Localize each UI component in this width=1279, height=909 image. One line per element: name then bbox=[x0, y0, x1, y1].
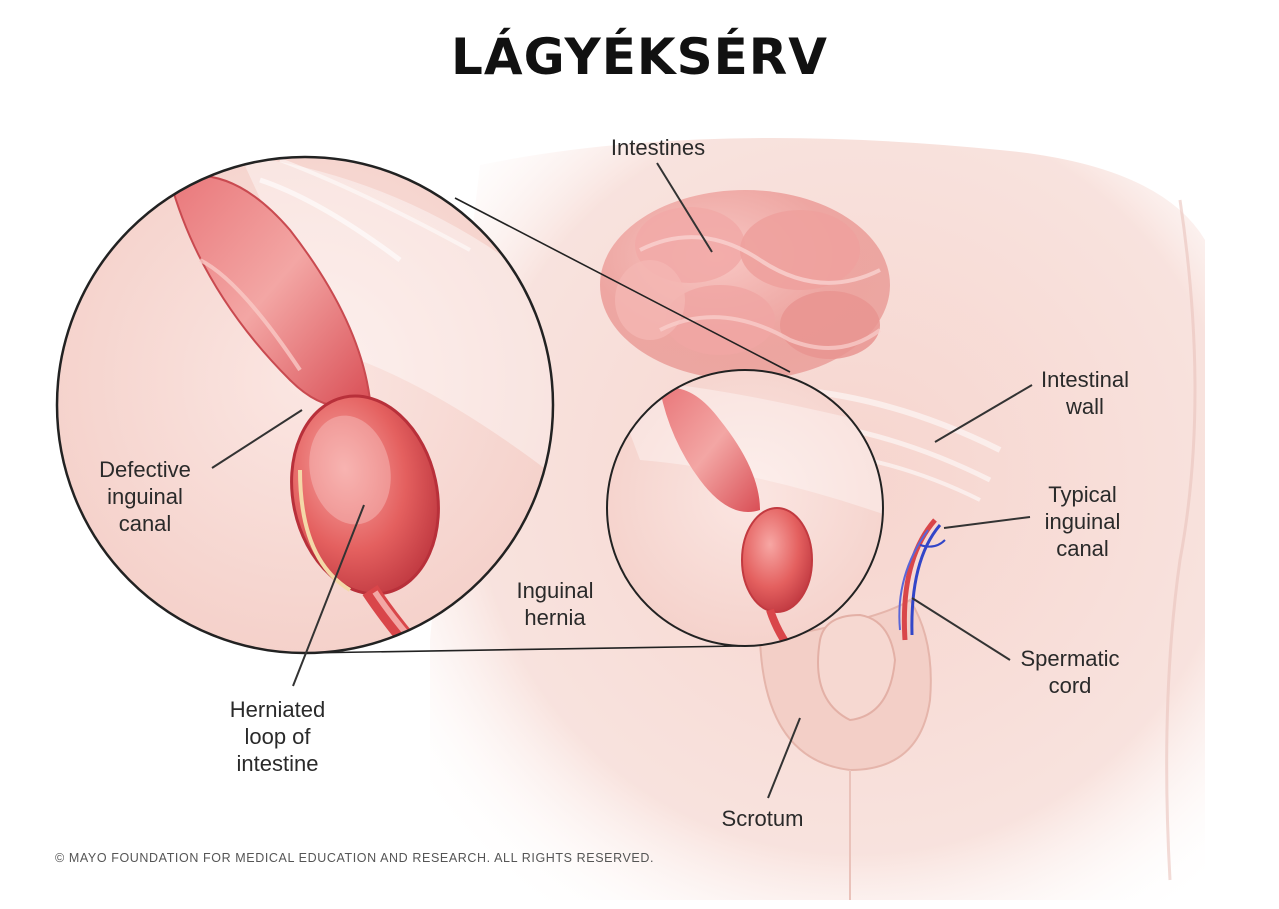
scrotum bbox=[758, 598, 932, 900]
leader-typical-canal bbox=[943, 516, 1031, 529]
connector-line-bottom bbox=[304, 645, 741, 654]
label-intestines: Intestines bbox=[610, 135, 706, 160]
label-defective-inguinal-canal: Defective inguinal canal bbox=[99, 457, 191, 536]
small-circle-content bbox=[607, 370, 883, 646]
leader-intestinal-wall bbox=[934, 384, 1033, 443]
leader-defective-canal bbox=[211, 409, 303, 469]
label-spermatic-cord: Spermatic cord bbox=[1020, 646, 1120, 698]
label-scrotum: Scrotum bbox=[721, 806, 804, 831]
spermatic-cord bbox=[898, 518, 946, 641]
leader-herniated-loop bbox=[292, 504, 365, 687]
connector-line-top bbox=[454, 197, 791, 373]
leader-intestines bbox=[656, 162, 713, 253]
label-intestinal-wall: Intestinal wall bbox=[1040, 367, 1130, 419]
big-circle-content bbox=[57, 157, 553, 653]
label-typical-inguinal-canal: Typical inguinal canal bbox=[1044, 482, 1121, 561]
small-magnify-circle bbox=[606, 369, 884, 647]
leader-scrotum bbox=[767, 717, 801, 799]
leader-spermatic-cord bbox=[911, 597, 1011, 661]
label-inguinal-hernia: Inguinal hernia bbox=[516, 578, 594, 630]
page-title: LÁGYÉKSÉRV bbox=[451, 28, 828, 86]
label-herniated-loop: Herniated loop of intestine bbox=[229, 697, 326, 776]
copyright-notice: © MAYO FOUNDATION FOR MEDICAL EDUCATION … bbox=[55, 851, 655, 865]
intestines-cluster bbox=[600, 190, 890, 380]
leader-lines bbox=[211, 162, 1033, 799]
